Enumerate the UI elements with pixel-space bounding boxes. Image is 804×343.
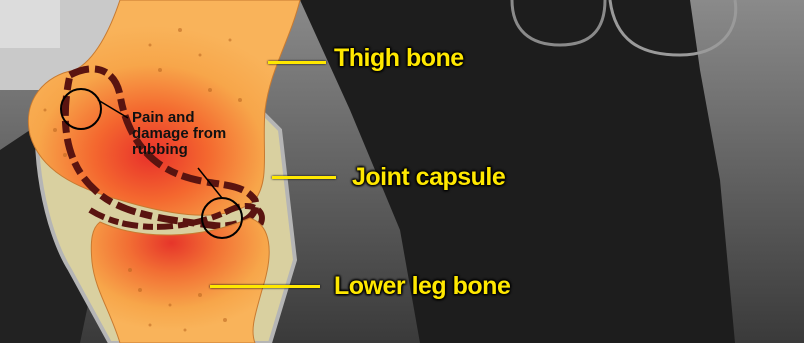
- pain-damage-label: Pain and damage from rubbing: [132, 110, 272, 158]
- pain-label-line1: Pain and: [132, 110, 272, 126]
- thigh-bone-label: Thigh bone: [334, 44, 464, 73]
- thigh-bone-leader: [268, 61, 326, 64]
- joint-capsule-leader: [272, 176, 336, 179]
- lower-leg-bone-shape: [91, 218, 269, 343]
- lower-leg-bone-leader: [210, 285, 320, 288]
- pain-label-line2: damage from: [132, 126, 272, 142]
- lower-leg-bone-label: Lower leg bone: [334, 272, 510, 301]
- joint-capsule-label: Joint capsule: [352, 163, 505, 192]
- pain-label-line3: rubbing: [132, 142, 272, 158]
- background-panel-edge: [0, 0, 60, 48]
